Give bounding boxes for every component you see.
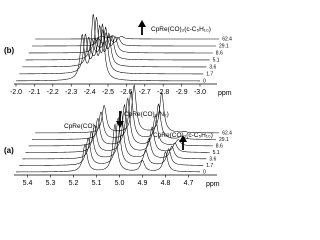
x-tick-label: 4.8: [161, 180, 171, 187]
panel-a-annotation-tricarbonyl: CpRe(CO)₃: [64, 123, 98, 130]
spectrum-trace: [19, 17, 204, 75]
panel-b-label: (b): [4, 46, 15, 55]
panel-a-annotation-n2: CpRe(CO)₂(N₂): [124, 111, 169, 118]
panel-a-traces: [16, 84, 220, 173]
trace-time-label: 29.1: [219, 44, 229, 50]
panel-a-x-axis-title: ppm: [206, 181, 220, 188]
panel-b-trace-labels: 62.429.18.65.13.61.70: [203, 37, 232, 85]
x-tick-label: -2.8: [157, 89, 169, 96]
x-tick-label: -3.0: [194, 89, 206, 96]
trace-time-label: 5.1: [213, 150, 220, 156]
spectrum-trace: [16, 13, 200, 82]
spectrum-trace: [32, 35, 216, 47]
panel-b-x-axis-title: ppm: [218, 90, 232, 97]
spectrum-trace: [25, 103, 210, 153]
panel-a-trace-labels: 62.429.18.65.13.61.70: [203, 131, 232, 176]
trace-time-label: 8.6: [216, 144, 223, 150]
x-tick-label: -2.4: [84, 89, 96, 96]
trace-time-label: 0: [203, 79, 206, 85]
panel-a-ticks: 5.4 5.3 5.2 5.1 5.0 4.9 4.8 4.7: [23, 175, 194, 187]
nmr-figure: (b) 62.429.18.65.13.61.70 -2.0-2.1-2.2-2…: [4, 13, 232, 188]
x-tick-label: 5.1: [92, 180, 102, 187]
x-tick-label: -2.3: [65, 89, 77, 96]
x-tick-label: -2.9: [176, 89, 188, 96]
x-tick-label: -2.2: [47, 89, 59, 96]
panel-b-annotation: CpRe(CO)₂(c-C₅H₁₀): [151, 26, 211, 33]
x-tick-label: -2.0: [10, 89, 22, 96]
spectrum-trace: [35, 84, 220, 134]
spectrum-trace: [19, 116, 204, 166]
trace-time-label: 3.6: [209, 65, 216, 71]
trace-time-label: 5.1: [213, 58, 220, 64]
spectrum-trace: [35, 35, 220, 40]
x-tick-label: 5.4: [23, 180, 33, 187]
trace-time-label: 1.7: [206, 72, 213, 78]
x-tick-label: -2.6: [120, 89, 132, 96]
x-tick-label: 4.9: [138, 180, 148, 187]
x-tick-label: -2.5: [102, 89, 114, 96]
panel-b: (b) 62.429.18.65.13.61.70 -2.0-2.1-2.2-2…: [4, 13, 232, 97]
spectrum-trace: [22, 110, 207, 160]
trace-time-label: 8.6: [216, 51, 223, 57]
trace-time-label: 3.6: [209, 157, 216, 163]
trace-time-label: 0: [203, 170, 206, 176]
panel-b-ticks: -2.0 -2.1 -2.2 -2.3 -2.4 -2.5 -2.6 -2.7 -2.8 -2.9…: [10, 84, 206, 96]
x-tick-label: 5.3: [46, 180, 56, 187]
panel-a-down-arrow-icon: [116, 111, 124, 128]
x-tick-label: 4.7: [184, 180, 194, 187]
panel-b-up-arrow-icon: [138, 20, 146, 35]
spectrum-trace: [32, 90, 216, 140]
panel-a-up-arrow-icon: [179, 135, 187, 150]
x-tick-label: 5.0: [115, 180, 125, 187]
x-tick-label: -2.1: [28, 89, 40, 96]
spectrum-trace: [16, 123, 201, 173]
spectrum-trace: [22, 24, 207, 68]
spectrum-trace: [28, 32, 213, 54]
panel-b-traces: [16, 13, 220, 82]
trace-time-label: 1.7: [206, 163, 213, 169]
trace-time-label: 29.1: [219, 137, 229, 143]
x-tick-label: -2.7: [139, 89, 151, 96]
trace-time-label: 62.4: [222, 131, 232, 137]
trace-time-label: 62.4: [222, 37, 232, 43]
x-tick-label: 5.2: [69, 180, 79, 187]
panel-a-label: (a): [4, 146, 14, 155]
spectrum-trace: [25, 29, 210, 61]
